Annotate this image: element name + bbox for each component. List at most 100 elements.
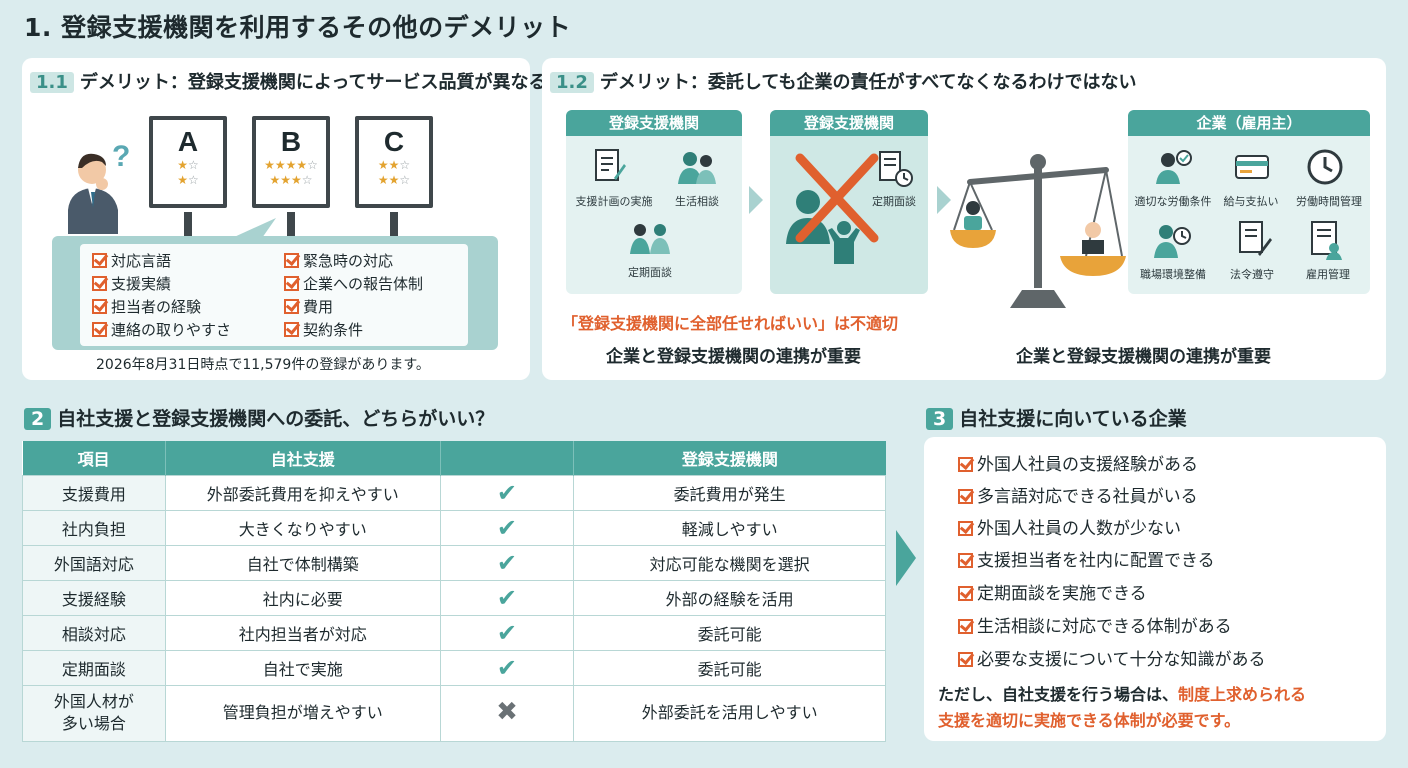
row-item: 定期面談 [22, 649, 166, 686]
checkbox-icon [958, 457, 973, 472]
row-item: 支援費用 [22, 474, 166, 511]
checkbox-icon [958, 652, 973, 667]
table-row: 相談対応 社内担当者が対応 ✔ 委託可能 [22, 614, 886, 651]
section-3-heading: 自社支援に向いている企業 [959, 408, 1187, 430]
cooperation-caption-right: 企業と登録支援機関の連携が重要 [1016, 347, 1271, 367]
section-2-heading: 自社支援と登録支援機関への委託、どちらがいい？ [57, 408, 495, 430]
checkbox-icon [958, 521, 973, 536]
section-3-number: 3 [926, 408, 954, 430]
arrow-right-icon [749, 186, 763, 214]
row-item: 支援経験 [22, 579, 166, 616]
row-mark: ✖ [439, 684, 575, 742]
comparison-table: 項目 自社支援 登録支援機関 支援費用 外部委託費用を抑えやすい ✔ 委託費用が… [22, 441, 886, 742]
checklist-item: 費用 [284, 296, 333, 317]
caution-note: ただし、自社支援を行う場合は、制度上求められる 支援を適切に実施できる体制が必要… [938, 682, 1306, 734]
section-2-number: 2 [24, 408, 52, 430]
board-letter: A [177, 126, 199, 157]
header-item: 項目 [22, 441, 166, 475]
table-row: 外国語対応 自社で体制構築 ✔ 対応可能な機関を選択 [22, 544, 886, 581]
employer-card-title: 企業（雇用主） [1128, 110, 1370, 136]
compliance-icon [1239, 221, 1272, 256]
workplace-icon [1154, 225, 1191, 258]
row-self: 自社で実施 [164, 649, 441, 686]
icon-label: 職場環境整備 [1140, 268, 1206, 281]
check-icon: ✔ [496, 513, 518, 542]
check-icon: ✔ [496, 583, 518, 612]
suitability-item: 生活相談に対応できる体制がある [958, 612, 1232, 637]
regular-interview-icon [630, 224, 670, 254]
table-header-row: 項目 自社支援 登録支援機関 [22, 441, 886, 475]
arrow-right-icon [937, 186, 951, 214]
suitability-item: 定期面談を実施できる [958, 579, 1147, 604]
checklist-item: 対応言語 [92, 250, 171, 271]
board-post [390, 212, 398, 236]
check-icon: ✔ [496, 653, 518, 682]
checklist-item: 連絡の取りやすさ [92, 319, 231, 340]
row-self: 社内担当者が対応 [164, 614, 441, 651]
icon-label: 法令遵守 [1230, 268, 1274, 281]
checkbox-icon [284, 276, 299, 291]
checkbox-icon [92, 253, 107, 268]
row-item: 外国人材が 多い場合 [22, 684, 166, 742]
table-row: 定期面談 自社で実施 ✔ 委託可能 [22, 649, 886, 686]
row-mark: ✔ [439, 474, 575, 511]
agency-card: 登録支援機関 [566, 110, 742, 294]
star-rating: ★★☆ [377, 158, 411, 172]
section-1-1-heading: デメリット：登録支援機関によってサービス品質が異なる [79, 72, 547, 93]
row-agency: 外部の経験を活用 [573, 579, 886, 616]
row-mark: ✔ [439, 649, 575, 686]
checkbox-icon [958, 586, 973, 601]
agency-board-a: A ★☆ ★☆ [149, 116, 227, 208]
table-row: 支援経験 社内に必要 ✔ 外部の経験を活用 [22, 579, 886, 616]
note-part-a: ただし、自社支援を行う場合は、 [938, 685, 1179, 704]
check-icon: ✔ [496, 548, 518, 577]
warning-text: 「登録支援機関に全部任せればいい」は不適切 [562, 314, 899, 333]
star-rating: ★★★★☆ [264, 158, 318, 172]
icon-label: 生活相談 [675, 195, 719, 208]
icon-label: 適切な労働条件 [1134, 195, 1212, 208]
row-mark: ✔ [439, 579, 575, 616]
row-self: 大きくなりやすい [164, 509, 441, 546]
employer-card: 企業（雇用主） [1128, 110, 1370, 294]
board-post [184, 212, 192, 236]
table-row: 外国人材が 多い場合 管理負担が増えやすい ✖ 外部委託を活用しやすい [22, 684, 886, 742]
suitability-item: 外国人社員の人数が少ない [958, 514, 1181, 539]
checkbox-icon [958, 553, 973, 568]
row-agency: 委託費用が発生 [573, 474, 886, 511]
board-letter: C [383, 126, 405, 157]
interview-form-icon [879, 151, 913, 187]
note-part-c: 支援を適切に実施できる体制が必要です。 [938, 711, 1241, 730]
working-conditions-icon [1156, 150, 1192, 184]
arrow-right-icon [896, 530, 916, 586]
table-row: 支援費用 外部委託費用を抑えやすい ✔ 委託費用が発生 [22, 474, 886, 511]
checkbox-icon [284, 253, 299, 268]
check-icon: ✔ [496, 618, 518, 647]
section-1-2-number: 1.2 [550, 72, 594, 93]
salary-card-icon [1235, 155, 1269, 179]
checklist-card [80, 244, 468, 346]
svg-text:?: ? [112, 140, 130, 173]
confused-person-icon: ? [68, 140, 130, 234]
cooperation-caption-left: 企業と登録支援機関の連携が重要 [606, 347, 861, 367]
big-cross-icon [795, 153, 879, 243]
agency-board-c: C ★★☆ ★★☆ [355, 116, 433, 208]
icon-label: 労働時間管理 [1296, 195, 1362, 208]
table-row: 社内負担 大きくなりやすい ✔ 軽減しやすい [22, 509, 886, 546]
icon-label: 定期面談 [628, 266, 672, 279]
page-title: 1. 登録支援機関を利用するその他のデメリット [24, 13, 572, 42]
row-item: 相談対応 [22, 614, 166, 651]
consultation-icon [678, 152, 716, 184]
star-rating: ★★★☆ [269, 173, 313, 187]
speech-pointer [232, 218, 276, 238]
checklist-item: 担当者の経験 [92, 296, 201, 317]
checkbox-icon [92, 299, 107, 314]
checkbox-icon [284, 322, 299, 337]
row-agency: 委託可能 [573, 614, 886, 651]
balance-scale-icon [950, 154, 1126, 308]
checkbox-icon [284, 299, 299, 314]
header-mark [440, 441, 575, 475]
agency-card-title: 登録支援機関 [566, 110, 742, 136]
